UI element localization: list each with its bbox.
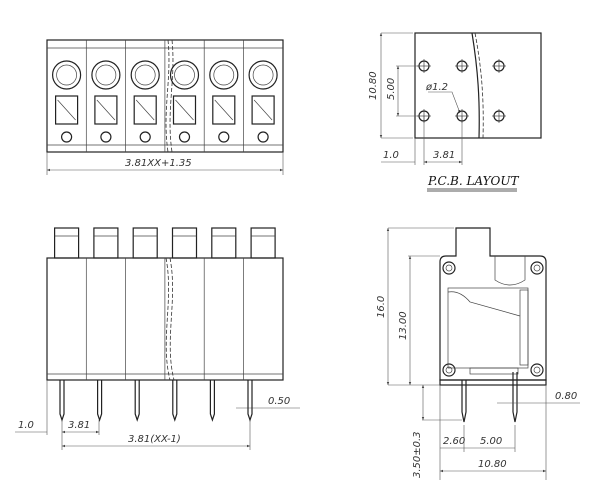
wire-entry-inner [213, 64, 235, 86]
wire-entry-inner [56, 64, 77, 86]
release-button [94, 95, 118, 125]
screw-hole [257, 131, 269, 143]
pin [172, 380, 178, 422]
release-slot [96, 99, 116, 121]
side-view: 16.0 13.00 3.50±0.3 2.60 5.00 10.80 0.80 [376, 227, 580, 480]
wire-entry-inner [95, 64, 117, 86]
release-slot [135, 99, 155, 121]
pin [209, 380, 215, 422]
push-button [171, 227, 198, 259]
pin [247, 380, 253, 422]
pin-length-dim: 3.50±0.3 [412, 431, 423, 478]
wire-entry-hole [91, 60, 121, 90]
total-height-dim: 16.0 [376, 296, 387, 318]
pin-spacing-dim: 5.00 [480, 436, 502, 447]
pcb-height-dim: 10.80 [368, 71, 379, 100]
front-pitch-dim: 3.81 [68, 420, 90, 431]
wire-entry-hole [248, 60, 278, 90]
hole-diameter-dim: ø1.2 [425, 82, 448, 93]
pin [97, 380, 103, 422]
front-total-pitch-dim: 3.81(XX-1) [128, 434, 181, 445]
wire-entry-hole [169, 60, 200, 90]
pcb-layout: 10.80 5.00 ø1.2 1.0 3.81 P.C.B. LAYOUT [368, 32, 542, 192]
pin-width-dim: 0.50 [268, 396, 290, 407]
release-slot [253, 99, 273, 121]
wire-entry-hole [209, 60, 239, 90]
wire-entry-hole [51, 60, 82, 90]
release-slot [57, 99, 76, 121]
pin [134, 380, 140, 422]
release-slot [214, 99, 234, 121]
screw-hole [178, 131, 191, 143]
screw-hole [139, 131, 151, 143]
push-button [93, 227, 119, 259]
screw-hole [100, 131, 112, 143]
top-view: 3.81XX+1.35 [46, 39, 284, 175]
push-button [132, 227, 158, 259]
pin-thickness-dim: 0.80 [555, 391, 577, 402]
pin [59, 380, 65, 422]
release-button [212, 95, 236, 125]
wire-entry-inner [134, 64, 156, 86]
body-height-dim: 13.00 [398, 311, 409, 340]
release-button [54, 95, 79, 125]
side-width-dim: 10.80 [478, 459, 507, 470]
push-button [211, 227, 237, 259]
pcb-edge-offset-dim: 1.0 [383, 150, 399, 161]
push-button [53, 227, 80, 259]
screw-hole [60, 131, 73, 143]
wire-entry-hole [130, 60, 160, 90]
release-button [133, 95, 157, 125]
front-view: 1.0 3.81 3.81(XX-1) 0.50 [15, 227, 300, 450]
release-button [251, 95, 275, 125]
front-edge-offset-dim: 1.0 [18, 420, 34, 431]
push-button [250, 227, 276, 259]
wire-entry-inner [252, 64, 274, 86]
top-view-width-dim: 3.81XX+1.35 [125, 158, 192, 169]
release-button [172, 95, 197, 125]
screw-hole [218, 131, 230, 143]
pcb-layout-title: P.C.B. LAYOUT [427, 174, 519, 188]
pcb-pitch-vertical-dim: 5.00 [386, 78, 397, 100]
release-slot [175, 99, 194, 121]
pin-offset-dim: 2.60 [443, 436, 465, 447]
wire-entry-inner [174, 64, 195, 86]
pcb-pitch-dim: 3.81 [433, 150, 455, 161]
